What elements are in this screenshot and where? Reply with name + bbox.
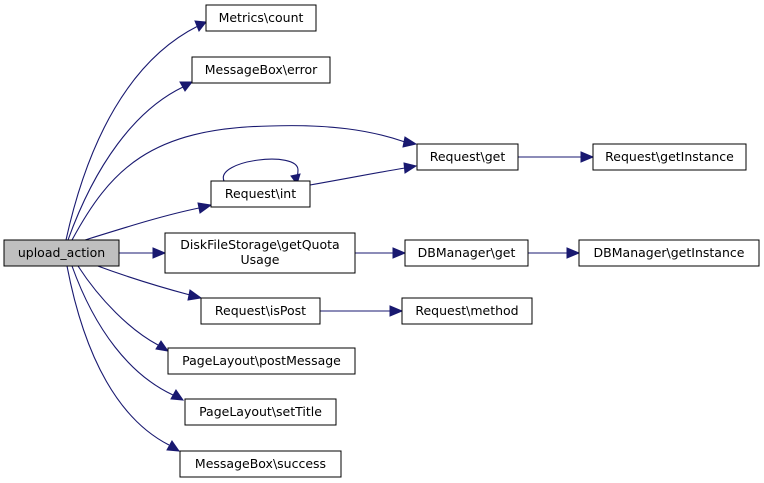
edge-root-request-int bbox=[84, 202, 213, 241]
edge-root-messagebox-error bbox=[67, 81, 194, 241]
edge-root-diskfilestorage bbox=[119, 247, 167, 259]
node-label: MessageBox\error bbox=[205, 62, 318, 77]
node-label: Request\method bbox=[415, 303, 518, 318]
node-label: DBManager\getInstance bbox=[594, 245, 745, 260]
node-dbmanager-get[interactable]: DBManager\get bbox=[404, 239, 529, 267]
node-label: MessageBox\success bbox=[195, 456, 326, 471]
node-label: DBManager\get bbox=[418, 245, 516, 260]
node-label-line-1: DiskFileStorage\getQuota bbox=[180, 237, 339, 252]
node-label: Metrics\count bbox=[219, 10, 304, 25]
node-request-ispost[interactable]: Request\isPost bbox=[200, 297, 321, 325]
edge-request-get-getinstance bbox=[518, 151, 595, 163]
node-messagebox-error[interactable]: MessageBox\error bbox=[191, 56, 331, 84]
node-label: Request\isPost bbox=[215, 303, 306, 318]
node-label: Request\get bbox=[430, 149, 506, 164]
node-request-method[interactable]: Request\method bbox=[401, 297, 533, 325]
edge-request-int-self bbox=[223, 158, 301, 186]
node-label: Request\int bbox=[225, 186, 296, 201]
node-label-line-2: Usage bbox=[241, 252, 280, 267]
node-label: PageLayout\postMessage bbox=[182, 353, 341, 368]
node-diskfilestorage-getquotausage[interactable]: DiskFileStorage\getQuota Usage bbox=[164, 232, 356, 274]
edge-root-messagebox-success bbox=[66, 265, 181, 452]
edge-root-request-ispost bbox=[94, 264, 203, 301]
node-pagelayout-settitle[interactable]: PageLayout\setTitle bbox=[184, 398, 337, 426]
edge-request-ispost-method bbox=[320, 305, 404, 317]
edge-request-int-request-get bbox=[309, 162, 418, 186]
edge-root-pagelayout-postmessage bbox=[77, 265, 170, 352]
node-request-int[interactable]: Request\int bbox=[210, 180, 311, 208]
node-label: PageLayout\setTitle bbox=[199, 404, 322, 419]
node-pagelayout-postmessage[interactable]: PageLayout\postMessage bbox=[167, 347, 356, 375]
edge-root-request-get bbox=[71, 125, 418, 241]
node-request-getinstance[interactable]: Request\getInstance bbox=[592, 143, 747, 171]
node-request-get[interactable]: Request\get bbox=[416, 143, 519, 171]
node-dbmanager-getinstance[interactable]: DBManager\getInstance bbox=[578, 239, 760, 267]
edge-root-metrics-count bbox=[65, 20, 207, 241]
edge-dbmanager-get-getinstance bbox=[528, 247, 581, 259]
node-label: Request\getInstance bbox=[605, 149, 734, 164]
node-label: upload_action bbox=[18, 245, 105, 260]
node-upload-action[interactable]: upload_action bbox=[3, 239, 120, 267]
edge-root-pagelayout-settitle bbox=[71, 265, 185, 401]
node-messagebox-success[interactable]: MessageBox\success bbox=[179, 450, 342, 478]
edge-diskfilestorage-dbmanager-get bbox=[355, 247, 407, 259]
node-metrics-count[interactable]: Metrics\count bbox=[205, 4, 317, 32]
